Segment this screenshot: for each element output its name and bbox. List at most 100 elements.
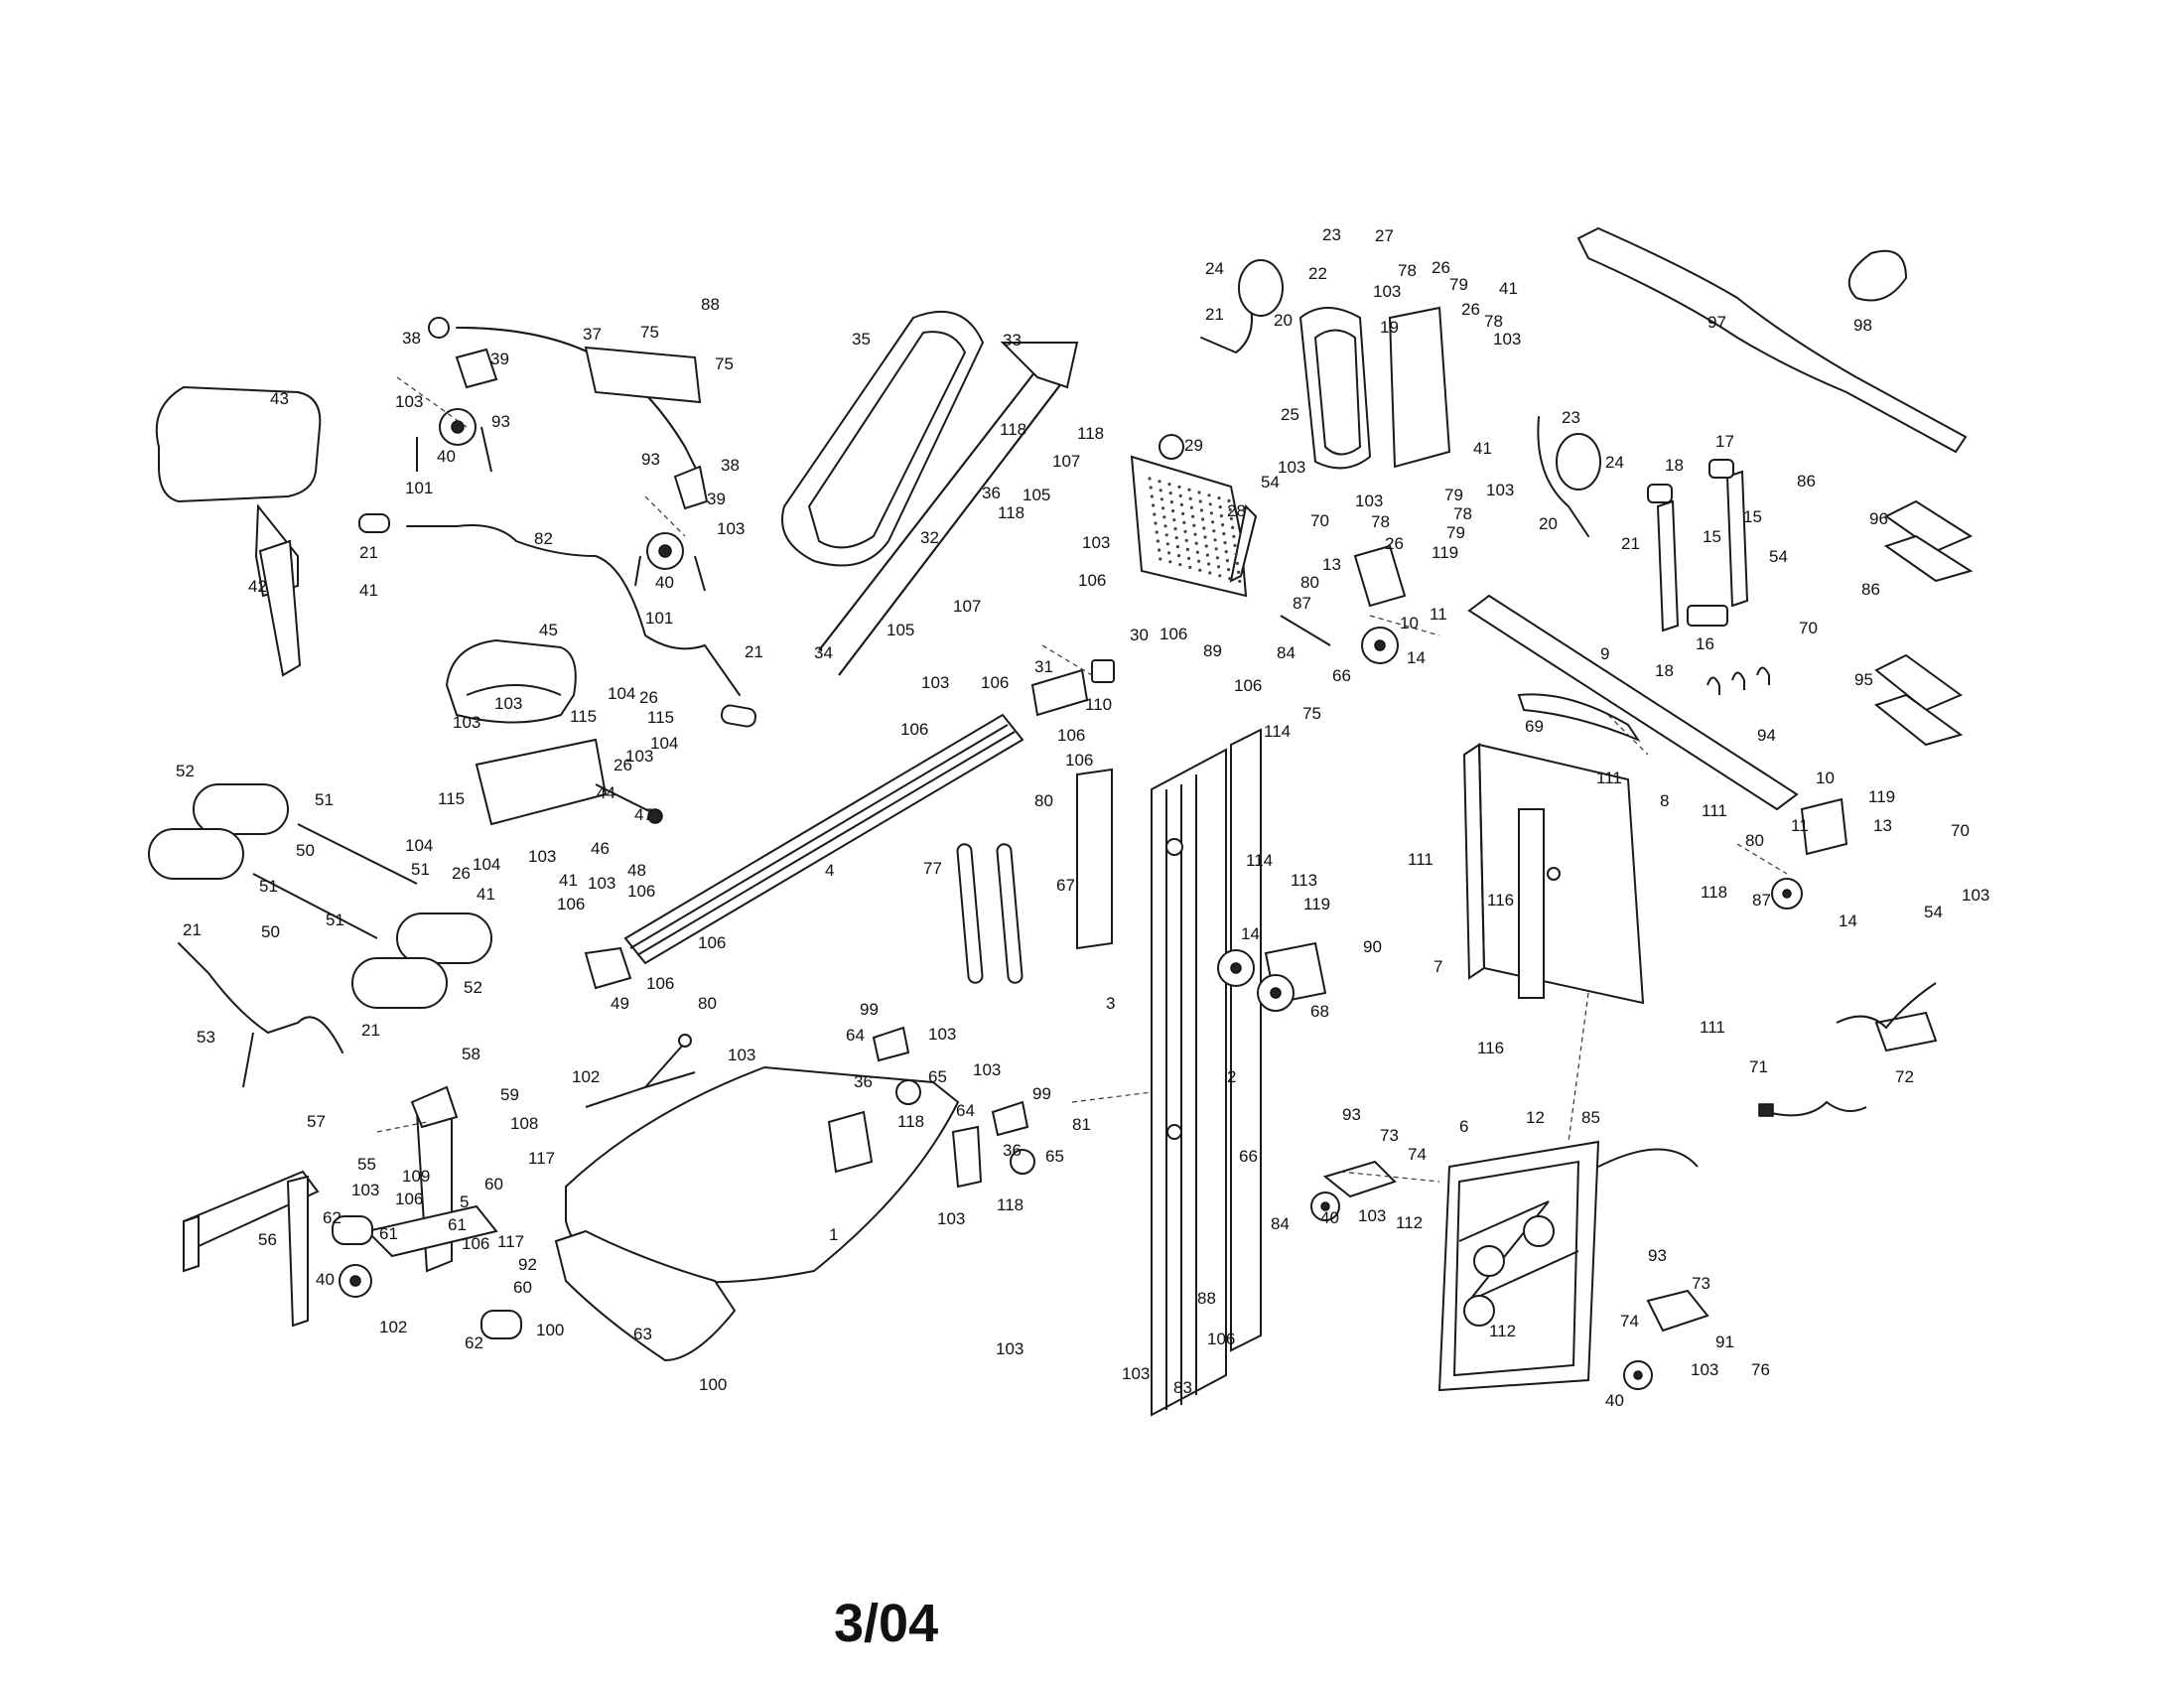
curl-bar-37 <box>428 317 702 468</box>
part-label: 41 <box>359 581 378 600</box>
tower-top-19 <box>1298 306 1451 470</box>
part-label: 68 <box>1310 1002 1329 1021</box>
rail-4 <box>623 713 1024 965</box>
part-label: 115 <box>438 789 465 808</box>
part-label: 104 <box>608 684 635 703</box>
knob-29 <box>1159 434 1184 460</box>
part-label: 118 <box>1000 420 1026 439</box>
part-label: 93 <box>641 450 660 469</box>
part-label: 101 <box>405 479 433 497</box>
part-label: 70 <box>1799 619 1818 637</box>
part-label: 60 <box>513 1278 532 1297</box>
part-label: 78 <box>1371 512 1390 531</box>
part-label: 103 <box>351 1181 379 1199</box>
part-label: 41 <box>1473 439 1492 458</box>
part-label: 113 <box>1291 871 1317 890</box>
part-label: 103 <box>453 713 480 732</box>
part-label: 51 <box>315 790 334 809</box>
part-label: 5 <box>460 1193 469 1211</box>
part-label: 16 <box>1696 634 1714 653</box>
part-label: 40 <box>437 447 456 466</box>
back-pad-43 <box>155 385 322 598</box>
part-label: 81 <box>1072 1115 1091 1134</box>
part-label: 111 <box>1700 1018 1725 1037</box>
part-label: 79 <box>1446 523 1465 542</box>
part-label: 10 <box>1816 769 1835 787</box>
cable-102 <box>585 1034 696 1108</box>
part-label: 119 <box>1303 895 1330 913</box>
part-label: 72 <box>1895 1067 1914 1086</box>
part-label: 78 <box>1398 261 1417 280</box>
part-label: 104 <box>650 734 678 753</box>
part-label: 103 <box>1486 481 1514 499</box>
part-label: 106 <box>1207 1330 1235 1348</box>
part-label: 9 <box>1600 644 1609 663</box>
part-label: 21 <box>1205 305 1224 324</box>
weight-cover-7-8 <box>1462 743 1645 1005</box>
part-label: 21 <box>183 920 202 939</box>
handles-95 <box>1873 653 1964 747</box>
part-label: 28 <box>1227 501 1246 520</box>
part-label: 103 <box>937 1209 965 1228</box>
pulley-assembly-upper <box>416 348 498 473</box>
assembly-guide-lines <box>376 376 1788 1183</box>
part-label: 39 <box>707 490 726 508</box>
part-label: 22 <box>1308 264 1327 283</box>
part-label: 80 <box>1034 791 1053 810</box>
arm-20-right <box>1537 416 1601 537</box>
part-label: 103 <box>1082 533 1110 552</box>
roller-pads-52 <box>148 783 492 1009</box>
seat-carriage-44 <box>475 738 663 826</box>
part-label: 50 <box>261 922 280 941</box>
part-label: 52 <box>176 762 195 780</box>
part-label: 32 <box>920 528 939 547</box>
part-label: 58 <box>462 1045 480 1063</box>
part-label: 105 <box>887 621 914 639</box>
part-label: 80 <box>1300 573 1319 592</box>
part-label: 36 <box>854 1072 873 1091</box>
part-label: 34 <box>814 643 833 662</box>
pulley-assembly-lower <box>634 465 709 592</box>
part-label: 78 <box>1484 312 1503 331</box>
power-cord-71 <box>1758 1100 1867 1117</box>
part-label: 39 <box>490 350 509 368</box>
part-label: 61 <box>448 1215 467 1234</box>
part-label: 106 <box>395 1190 423 1208</box>
pulley-guard-73-lower <box>1623 1289 1709 1390</box>
pulley-plate-68 <box>1217 941 1327 1012</box>
part-label: 111 <box>1596 769 1622 787</box>
part-label: 73 <box>1380 1126 1399 1145</box>
part-label: 103 <box>528 847 556 866</box>
part-label: 106 <box>1234 676 1262 695</box>
part-label: 101 <box>645 609 673 628</box>
part-labels: 38 37 75 88 75 39 103 93 40 101 43 21 82… <box>176 225 1989 1410</box>
part-label: 42 <box>248 577 267 596</box>
part-label: 93 <box>491 412 510 431</box>
part-label: 103 <box>921 673 949 692</box>
part-label: 118 <box>1077 424 1104 443</box>
part-label: 116 <box>1477 1039 1504 1057</box>
part-label: 74 <box>1408 1145 1427 1164</box>
part-label: 52 <box>464 978 482 997</box>
arm-20-left <box>1200 259 1284 354</box>
part-label: 40 <box>1605 1391 1624 1410</box>
part-label: 117 <box>497 1232 524 1251</box>
part-label: 103 <box>973 1060 1001 1079</box>
bracket-31 <box>1030 659 1115 717</box>
part-label: 30 <box>1130 626 1149 644</box>
part-label: 115 <box>570 707 597 726</box>
pad-post-42 <box>258 539 302 677</box>
part-label: 104 <box>473 855 500 874</box>
part-label: 94 <box>1757 726 1776 745</box>
part-label: 10 <box>1400 614 1419 632</box>
part-label: 74 <box>1620 1312 1639 1331</box>
part-label: 103 <box>1358 1206 1386 1225</box>
part-label: 95 <box>1854 670 1873 689</box>
part-label: 63 <box>633 1325 652 1343</box>
part-label: 82 <box>534 529 553 548</box>
part-label: 35 <box>852 330 871 349</box>
part-label: 106 <box>1065 751 1093 770</box>
part-label: 103 <box>494 694 522 713</box>
part-label: 26 <box>1385 534 1404 553</box>
